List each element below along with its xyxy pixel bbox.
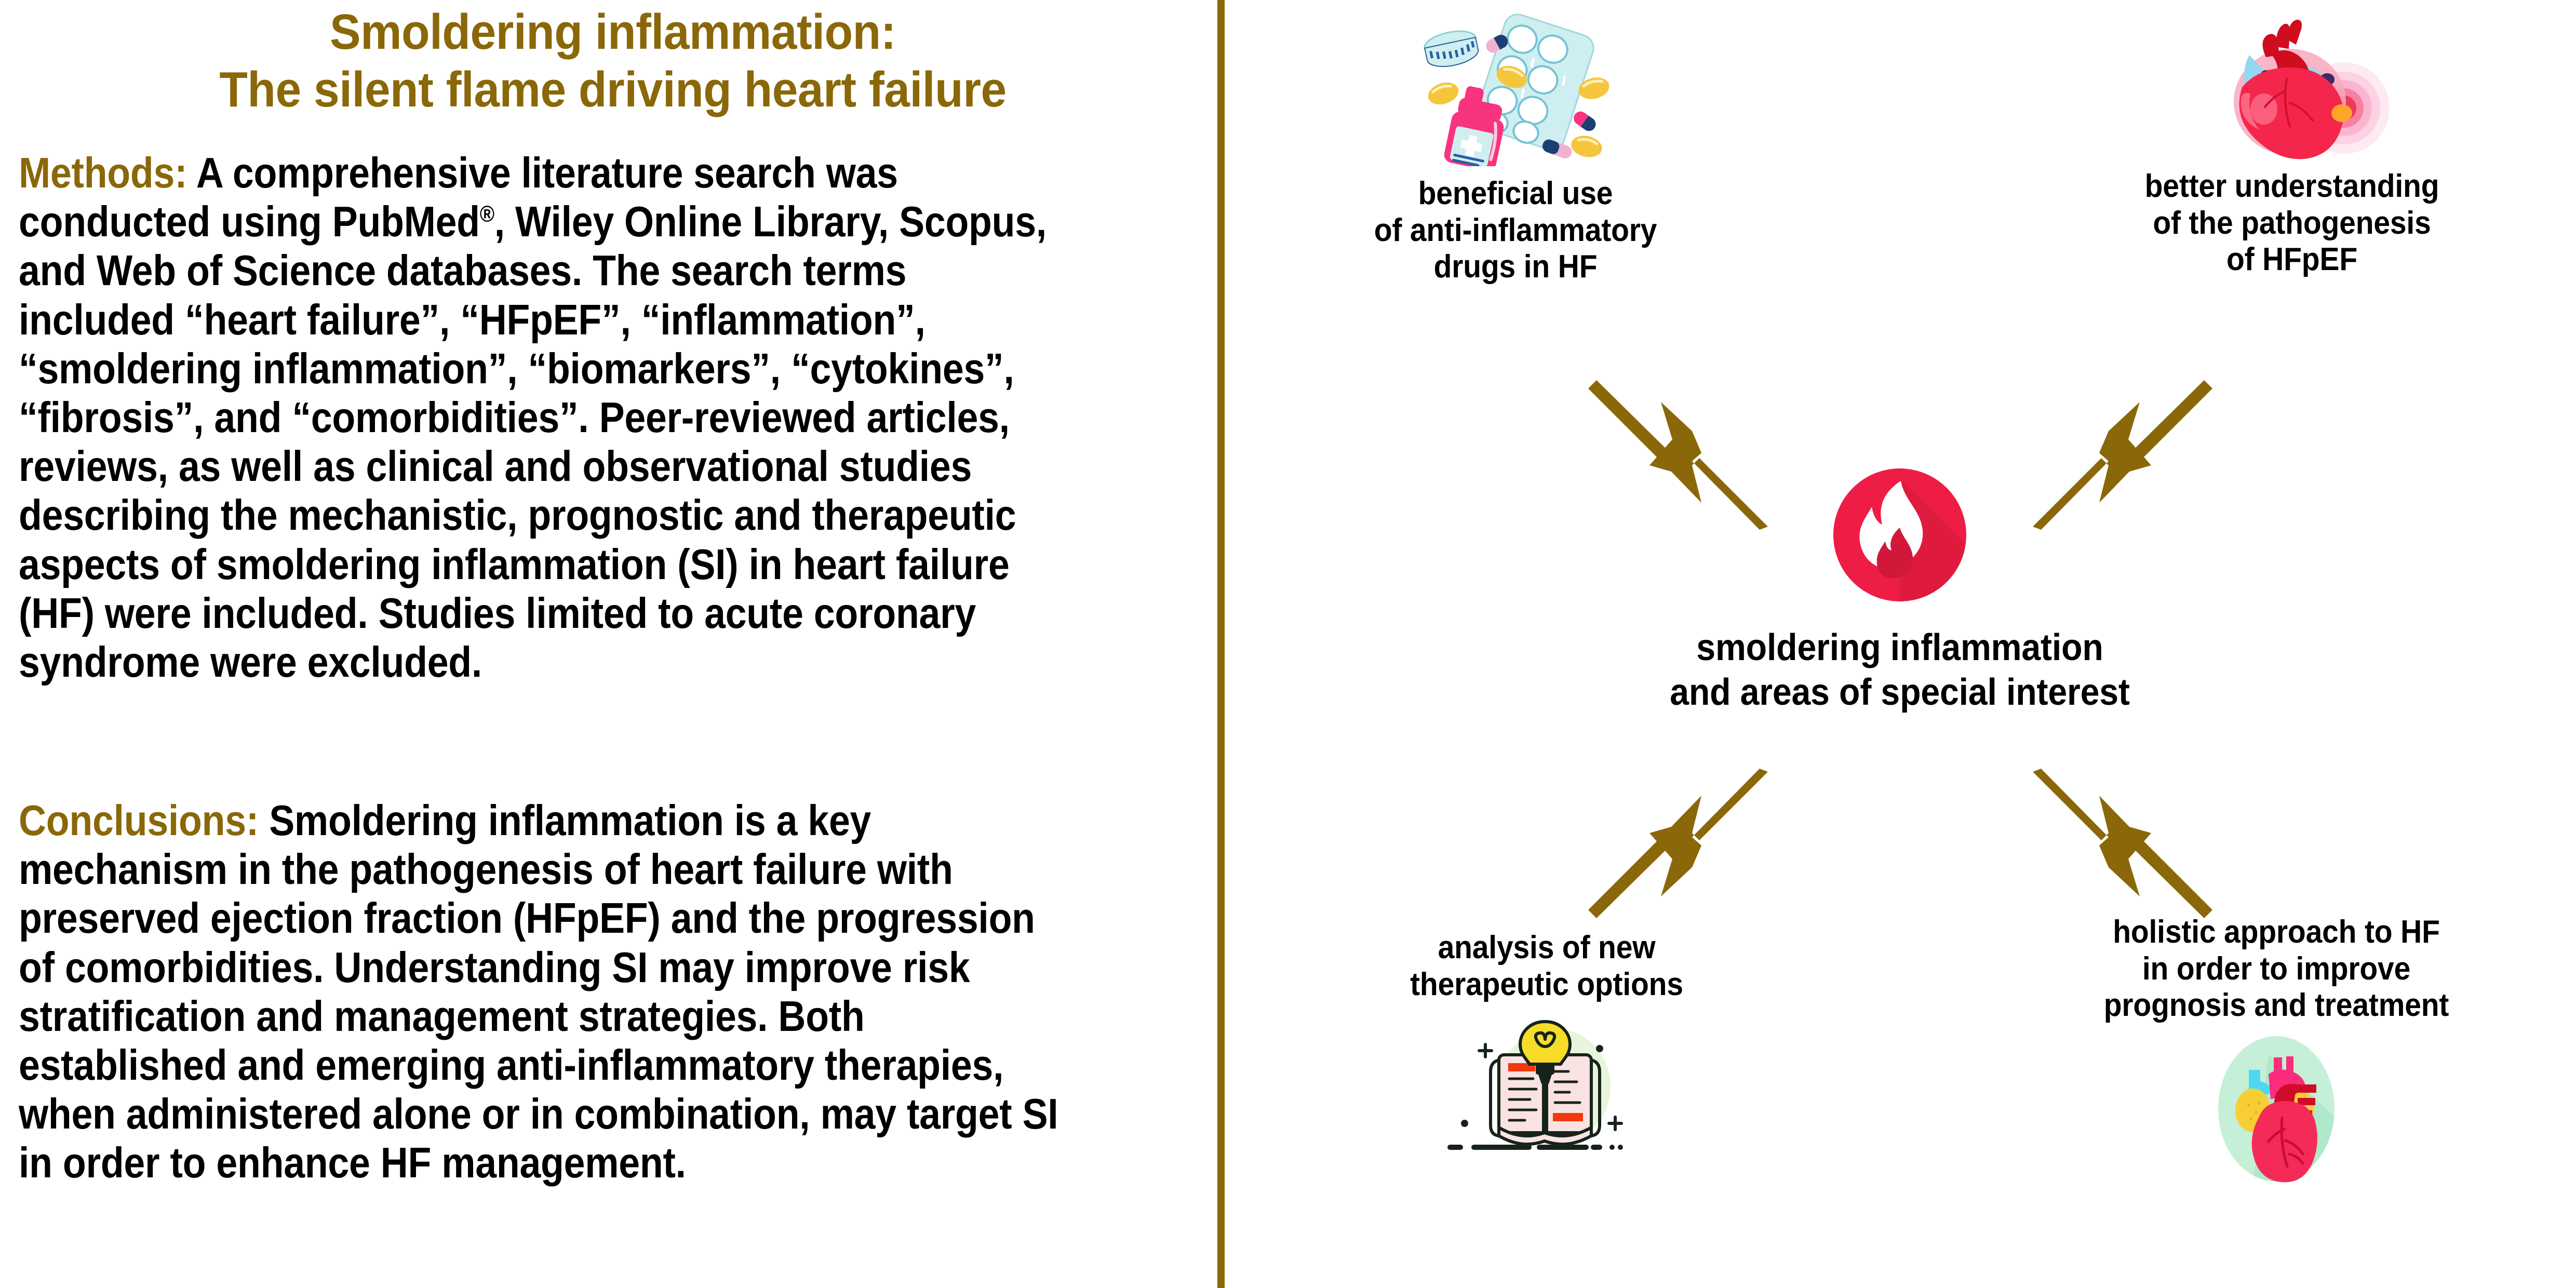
arrow-to-therapeutic xyxy=(1588,769,1768,918)
inflamed-heart-icon xyxy=(2024,5,2559,161)
conclusions-label: Conclusions: xyxy=(19,796,259,844)
right-diagram-panel: beneficial use of anti-inflammatory drug… xyxy=(1225,0,2576,1288)
node-beneficial-drugs-label: beneficial use of anti-inflammatory drug… xyxy=(1374,176,1657,285)
panel-divider xyxy=(1217,0,1225,1288)
anatomical-heart-icon xyxy=(1998,1034,2554,1184)
node-center-smoldering-inflammation: smoldering inflammation and areas of spe… xyxy=(1531,457,2269,715)
node-center-label: smoldering inflammation and areas of spe… xyxy=(1670,627,2130,714)
methods-body: A comprehensive literature search was co… xyxy=(19,149,1046,687)
node-therapeutic-options: analysis of new therapeutic options xyxy=(1313,930,1780,1157)
left-text-panel: Smoldering inflammation: The silent flam… xyxy=(0,0,1217,1288)
open-book-lightbulb-icon xyxy=(1313,1016,1780,1157)
node-holistic-approach: holistic approach to HF in order to impr… xyxy=(1998,914,2554,1184)
title-line-2: The silent flame driving heart failure xyxy=(219,62,1007,118)
node-pathogenesis: better understanding of the pathogenesis… xyxy=(2024,5,2559,278)
node-holistic-approach-label: holistic approach to HF in order to impr… xyxy=(2103,914,2449,1024)
node-beneficial-drugs: beneficial use of anti-inflammatory drug… xyxy=(1287,10,1744,286)
methods-paragraph: Methods: A comprehensive literature sear… xyxy=(19,149,1071,687)
pills-and-bottle-icon xyxy=(1287,10,1744,166)
title-line-1: Smoldering inflammation: xyxy=(329,4,896,60)
conclusions-body: Smoldering inflammation is a key mechani… xyxy=(19,796,1058,1187)
page-title: Smoldering inflammation: The silent flam… xyxy=(101,3,1125,119)
arrow-to-holistic xyxy=(2033,769,2212,918)
flame-icon xyxy=(1531,457,2269,613)
methods-label: Methods: xyxy=(19,149,187,197)
node-pathogenesis-label: better understanding of the pathogenesis… xyxy=(2144,168,2439,278)
conclusions-paragraph: Conclusions: Smoldering inflammation is … xyxy=(19,796,1071,1188)
node-therapeutic-options-label: analysis of new therapeutic options xyxy=(1410,930,1683,1002)
